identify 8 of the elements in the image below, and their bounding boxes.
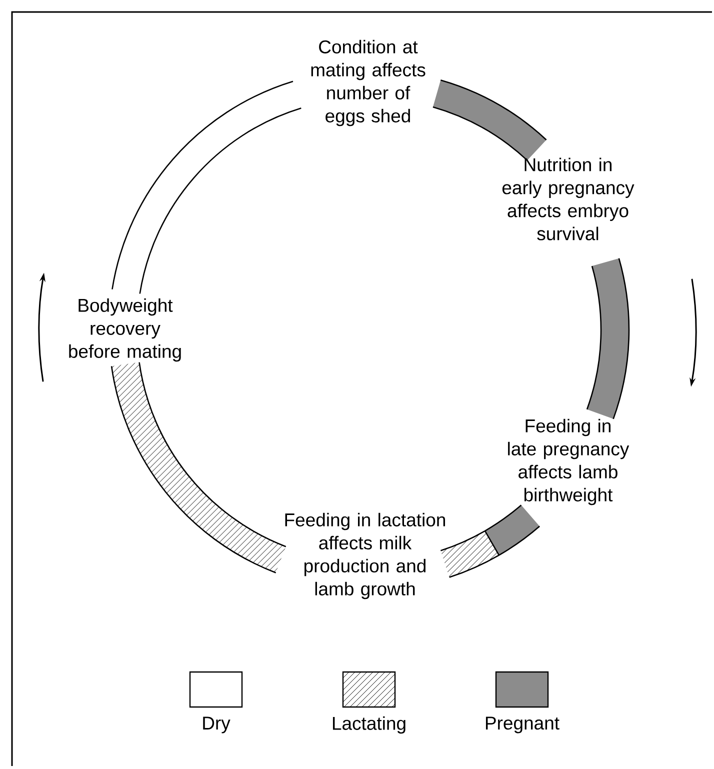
annotation: Nutrition in early pregnancy affects embryo survival [502, 158, 634, 240]
annotation: Feeding in lactation affects milk production and lamb growth [285, 512, 445, 600]
annotation: Feeding in late pregnancy affects lamb birthweight [508, 418, 630, 506]
annotation: Bodyweight recovery before mating [69, 298, 181, 362]
legend-label: Lactating [332, 716, 406, 734]
legend-label: Pregnant [486, 716, 560, 734]
legend-label: Dry [203, 716, 230, 734]
annotation: Condition at mating affects number of eggs shed [311, 40, 426, 126]
